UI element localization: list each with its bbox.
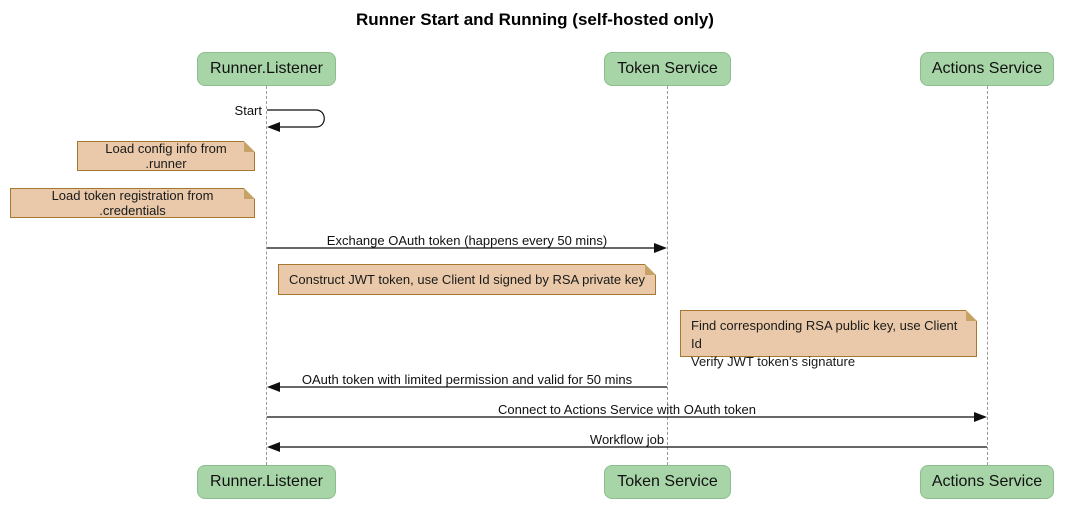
- lifeline-actions-service: [987, 86, 988, 465]
- arrow-workflow-job: [267, 442, 987, 452]
- arrow-connect-actions: [267, 412, 987, 422]
- arrow-oauth-return: [267, 382, 667, 392]
- note-verify-jwt: Find corresponding RSA public key, use C…: [680, 310, 977, 369]
- participant-top-runner-listener: Runner.Listener: [197, 52, 336, 86]
- message-label-start: Start: [234, 103, 262, 118]
- message-label-oauth-return: OAuth token with limited permission and …: [301, 372, 633, 387]
- message-label-exchange: Exchange OAuth token (happens every 50 m…: [326, 233, 608, 248]
- note-load-token-registration: Load token registration from .credential…: [10, 188, 255, 218]
- participant-bottom-runner-listener: Runner.Listener: [197, 465, 336, 499]
- arrow-exchange-oauth: [267, 243, 667, 253]
- lifeline-token-service: [667, 86, 668, 465]
- lifeline-runner-listener: [266, 86, 267, 465]
- message-label-workflow: Workflow job: [589, 432, 665, 447]
- participant-bottom-token-service: Token Service: [604, 465, 731, 499]
- participant-top-token-service: Token Service: [604, 52, 731, 86]
- participant-bottom-actions-service: Actions Service: [920, 465, 1054, 499]
- participant-top-actions-service: Actions Service: [920, 52, 1054, 86]
- diagram-title: Runner Start and Running (self-hosted on…: [356, 10, 714, 29]
- note-load-config: Load config info from .runner: [77, 141, 255, 171]
- note-construct-jwt: Construct JWT token, use Client Id signe…: [278, 264, 656, 295]
- note-verify-jwt-line1: Find corresponding RSA public key, use C…: [691, 318, 958, 351]
- message-label-connect: Connect to Actions Service with OAuth to…: [498, 402, 756, 417]
- arrow-self-start: [267, 109, 325, 132]
- note-verify-jwt-line2: Verify JWT token's signature: [691, 354, 856, 369]
